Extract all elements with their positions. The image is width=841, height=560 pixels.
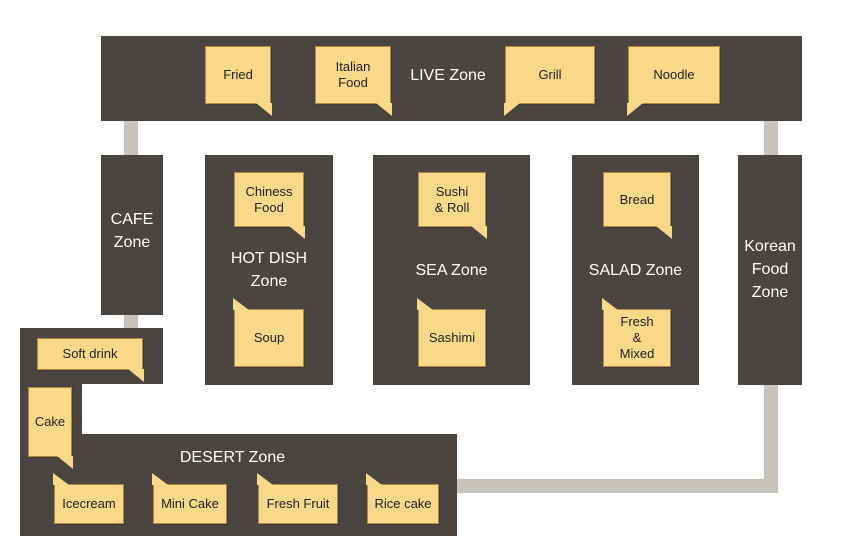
hot-dish-zone-label: HOT DISH Zone [230,250,308,290]
station-grill[interactable]: Grill [504,46,595,116]
speech-tail-icon [128,369,144,382]
station-noodle[interactable]: Noodle [627,46,720,116]
desert-zone-label: DESERT Zone [179,449,286,466]
station-chiness-food-label: Chiness Food [245,183,293,215]
speech-tail-icon [289,226,305,239]
station-soup[interactable]: Soup [233,298,304,367]
speech-tail-icon [376,103,392,116]
speech-tail-icon [233,298,249,310]
station-icecream-label: Icecream [62,496,116,511]
salad-zone-label: SALAD Zone [588,262,683,279]
speech-tail-icon [504,103,520,116]
station-fresh-fruit-label: Fresh Fruit [266,496,330,511]
speech-tail-icon [417,298,433,310]
station-chiness-food[interactable]: Chiness Food [234,172,305,239]
station-soft-drink-label: Soft drink [62,346,118,361]
station-sushi-roll-label: Sushi & Roll [434,183,470,215]
station-sushi-roll[interactable]: Sushi & Roll [418,172,487,239]
station-italian-food-label: Italian Food [335,59,371,90]
station-soft-drink[interactable]: Soft drink [37,338,144,382]
speech-tail-icon [627,103,643,116]
sea-zone-label: SEA Zone [415,262,488,279]
station-cake[interactable]: Cake [28,387,73,469]
station-grill-label: Grill [538,67,562,82]
station-mini-cake[interactable]: Mini Cake [152,473,227,524]
station-bread[interactable]: Bread [603,172,672,239]
cafe-zone-label: CAFE Zone [110,211,154,251]
korean-food-zone: Korean Food Zone [738,155,802,385]
speech-tail-icon [471,226,487,239]
speech-tail-icon [57,456,73,469]
korean-food-zone-label: Korean Food Zone [744,238,796,301]
station-sashimi-label: Sashimi [428,330,476,345]
speech-tail-icon [53,473,69,485]
speech-tail-icon [602,298,618,310]
station-bread-label: Bread [619,191,655,207]
speech-tail-icon [256,103,272,116]
station-italian-food[interactable]: Italian Food [315,46,392,116]
station-fresh-fruit[interactable]: Fresh Fruit [257,473,338,524]
station-sashimi[interactable]: Sashimi [417,298,486,367]
station-rice-cake-label: Rice cake [374,496,432,511]
station-fried-label: Fried [223,67,253,82]
station-cake-label: Cake [34,414,66,429]
station-rice-cake[interactable]: Rice cake [366,473,439,524]
station-noodle-label: Noodle [653,67,695,82]
station-fresh-mixed[interactable]: Fresh & Mixed [602,298,671,367]
station-soup-label: Soup [253,330,285,345]
speech-tail-icon [257,473,273,485]
speech-tail-icon [656,226,672,239]
speech-tail-icon [152,473,168,485]
station-fried[interactable]: Fried [205,46,272,116]
station-icecream[interactable]: Icecream [53,473,124,524]
live-zone-label: LIVE Zone [410,67,486,84]
speech-tail-icon [366,473,382,485]
station-fresh-mixed-label: Fresh & Mixed [619,314,655,361]
station-mini-cake-label: Mini Cake [161,496,219,511]
cafe-zone: CAFE Zone [101,155,163,315]
